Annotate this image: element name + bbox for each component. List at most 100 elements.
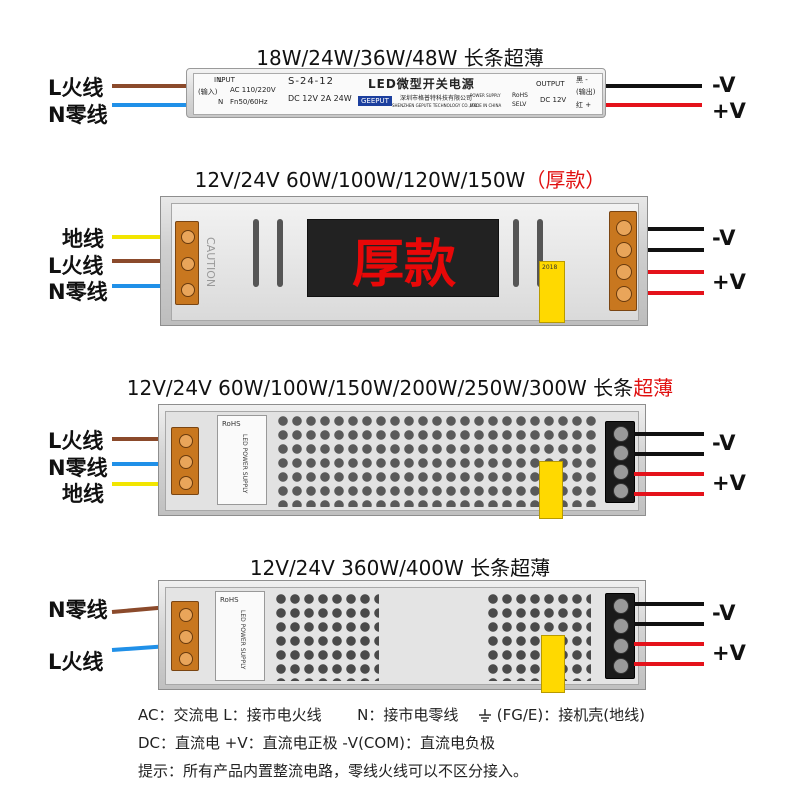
section4-vent-mesh-left — [275, 593, 379, 681]
section2-overlay-text: 厚款 — [351, 235, 456, 295]
section3-output-neg-label: -V — [712, 431, 736, 455]
section3-wire-n — [112, 462, 176, 466]
section3-rohs: RoHS — [222, 420, 241, 428]
s1-input-title: INPUT — [214, 76, 235, 84]
legend-ac-l: AC：交流电 L：接市电火线 — [138, 706, 322, 724]
s1-input-ac: AC 110/220V — [230, 86, 276, 94]
section2-title: 12V/24V 60W/100W/120W/150W（厚款） — [0, 164, 800, 193]
section3-input-ground-label: 地线 — [62, 482, 104, 506]
section3-wire-l — [112, 437, 176, 441]
s1-model: S-24-12 — [288, 76, 335, 87]
section2-sticker: 2018 — [539, 261, 565, 323]
section3-title-red: 超薄 — [633, 376, 674, 400]
s1-out-sub: (输出) — [576, 88, 596, 96]
section3-input-l-label: L火线 — [48, 429, 104, 453]
section2-output-terminal — [609, 211, 637, 311]
section3-input-terminal — [171, 427, 199, 495]
section2-caution-text: CAUTION — [204, 237, 217, 288]
section4-label-plate: RoHS LED POWER SUPPLY — [215, 591, 265, 681]
section3-title: 12V/24V 60W/100W/150W/200W/250W/300W 长条超… — [0, 372, 800, 401]
s1-input-n: N — [218, 98, 224, 106]
s1-red-label: 红 + — [576, 101, 592, 109]
s1-made-in: MADE IN CHINA — [470, 103, 502, 108]
legend-fg: (FG/E)：接机壳(地线) — [496, 706, 645, 724]
section1-wire-pos — [606, 103, 702, 107]
section1-wire-neg — [606, 84, 702, 88]
s1-company: 深圳市格普特科技有限公司 — [400, 95, 473, 102]
section2-wire-pos1 — [648, 270, 704, 274]
section1-power-supply: INPUT (输入) L AC 110/220V N Fn50/60Hz S-2… — [186, 68, 606, 118]
section3-wire-ground — [112, 482, 176, 486]
section2-input-ground-label: 地线 — [62, 227, 104, 251]
section1-wire-n — [112, 103, 188, 107]
section4-wire-pos1 — [634, 642, 704, 646]
s1-rohs: RoHS — [512, 92, 528, 99]
section2-title-red: （厚款） — [525, 168, 606, 192]
section2-output-pos-label: +V — [712, 270, 746, 294]
section3-output-pos-label: +V — [712, 471, 746, 495]
section1-wire-l — [112, 84, 188, 88]
s1-name: LED微型开关电源 — [368, 77, 475, 91]
section2-input-l-label: L火线 — [48, 254, 104, 278]
ground-symbol-icon — [478, 706, 497, 724]
section2-wire-ground — [112, 235, 174, 239]
section1-output-pos-label: +V — [712, 99, 746, 123]
section3-input-n-label: N零线 — [48, 456, 108, 480]
s1-output-title: OUTPUT — [536, 80, 565, 88]
section4-vent-mesh-right — [487, 593, 591, 681]
s1-input-hz: Fn50/60Hz — [230, 98, 268, 106]
section2-output-neg-label: -V — [712, 226, 736, 250]
section2-input-terminal — [175, 221, 199, 305]
section1-input-l-label: L火线 — [48, 76, 104, 100]
section3-output-terminal — [605, 421, 635, 503]
s1-brand: GEEPUT — [358, 96, 392, 106]
s1-spec: DC 12V 2A 24W — [288, 94, 352, 103]
section3-sticker — [539, 461, 563, 519]
section1-title: 18W/24W/36W/48W 长条超薄 — [256, 46, 544, 70]
section4-rohs: RoHS — [220, 596, 239, 604]
section2-wire-neg1 — [648, 227, 704, 231]
section3-led-label: LED POWER SUPPLY — [241, 434, 248, 494]
section3-label-plate: RoHS LED POWER SUPPLY — [217, 415, 267, 505]
section3-title-main: 12V/24V 60W/100W/150W/200W/250W/300W 长条 — [126, 376, 634, 400]
section1-output-neg-label: -V — [712, 73, 736, 97]
section2-power-supply: CAUTION 2018 — [160, 196, 648, 326]
section2-wire-n — [112, 284, 174, 288]
section3-wire-neg1 — [634, 432, 704, 436]
section4-sticker — [541, 635, 565, 693]
section4-input-n-label: N零线 — [48, 598, 108, 622]
section4-output-pos-label: +V — [712, 641, 746, 665]
section2-wire-pos2 — [648, 291, 704, 295]
section4-wire-neg1 — [634, 602, 704, 606]
section2-title-main: 12V/24V 60W/100W/120W/150W — [194, 168, 526, 192]
legend-line-1: AC：交流电 L：接市电火线 N：接市电零线 (FG/E)：接机壳(地线) — [138, 704, 645, 725]
section4-output-terminal — [605, 593, 635, 679]
section4-power-supply: RoHS LED POWER SUPPLY — [158, 580, 646, 693]
s1-black-label: 黑 - — [576, 76, 588, 84]
s1-selv: SELV — [512, 101, 527, 108]
section2-sticker-code: 2018 — [542, 264, 558, 271]
legend-n: N：接市电零线 — [357, 706, 459, 724]
s1-output-spec: DC 12V — [540, 96, 567, 104]
section3-wire-neg2 — [634, 452, 704, 456]
section3-wire-pos2 — [634, 492, 704, 496]
section4-output-neg-label: -V — [712, 601, 736, 625]
legend-line-3: 提示：所有产品内置整流电路，零线火线可以不区分接入。 — [138, 762, 529, 780]
section2-wire-l — [112, 259, 174, 263]
section1-input-n-label: N零线 — [48, 103, 108, 127]
s1-input-l: L — [218, 76, 222, 84]
section4-led-label: LED POWER SUPPLY — [239, 610, 246, 670]
section3-wire-pos1 — [634, 472, 704, 476]
s1-input-sub: (输入) — [198, 88, 218, 96]
s1-company-en: SHENZHEN GEPUTE TECHNOLOGY CO.,LTD — [392, 103, 478, 108]
section4-title: 12V/24V 360W/400W 长条超薄 — [249, 556, 551, 580]
section4-wire-pos2 — [634, 662, 704, 666]
section2-wire-neg2 — [648, 248, 704, 252]
s1-power-supply-text: POWER SUPPLY — [470, 93, 501, 98]
section2-input-n-label: N零线 — [48, 280, 108, 304]
section4-wire-neg2 — [634, 622, 704, 626]
section4-input-l-label: L火线 — [48, 650, 104, 674]
legend-line-2: DC：直流电 +V：直流电正极 -V(COM)：直流电负极 — [138, 734, 495, 752]
section2-dark-window — [307, 219, 499, 297]
section4-input-terminal — [171, 601, 199, 671]
